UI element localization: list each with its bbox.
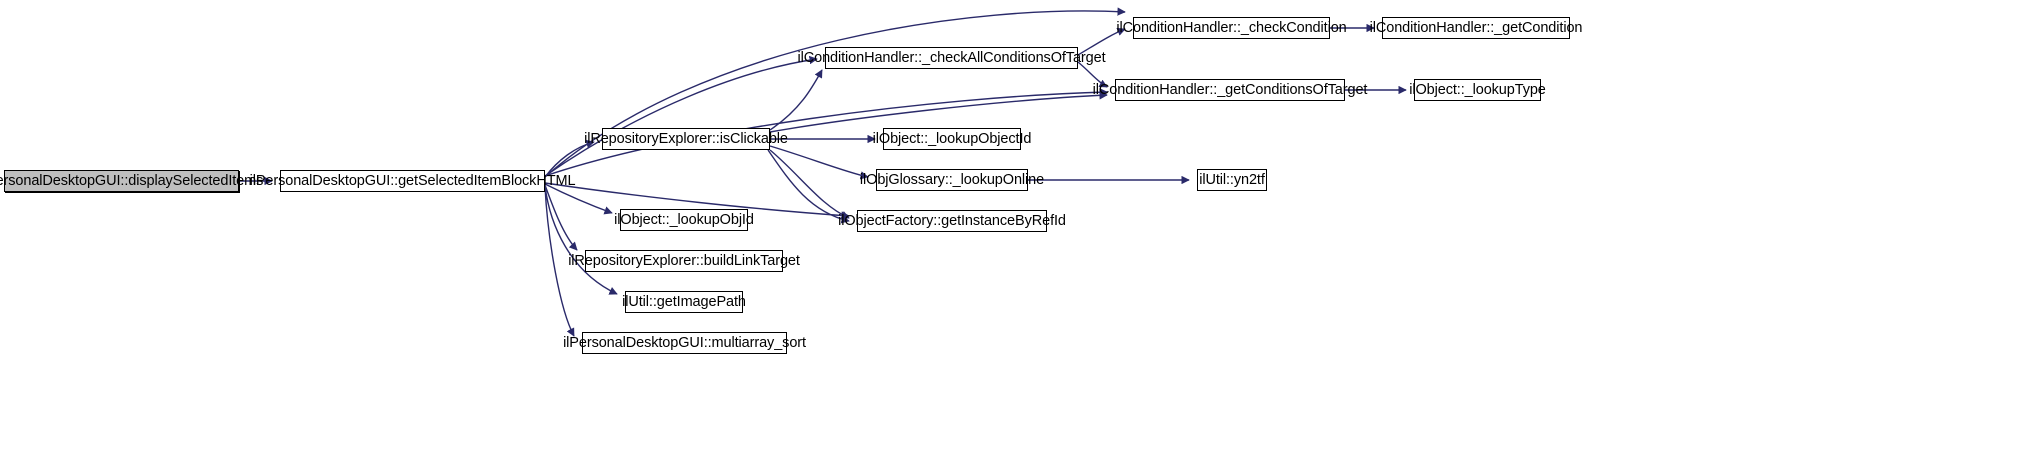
graph-node[interactable]: ilPersonalDesktopGUI::getSelectedItemBlo… [250, 170, 576, 192]
graph-node[interactable]: ilObjGlossary::_lookupOnline [860, 169, 1044, 191]
graph-node-label: ilPersonalDesktopGUI::getSelectedItemBlo… [249, 172, 576, 189]
graph-edge [544, 7, 1126, 178]
graph-node-label: ilUtil::yn2tf [1199, 171, 1265, 188]
graph-node-label: ilObject::_lookupObjId [614, 211, 754, 228]
graph-node[interactable]: ilConditionHandler::_getConditionsOfTarg… [1093, 79, 1367, 101]
graph-node-label: ilConditionHandler::_getCondition [1369, 19, 1583, 36]
graph-node[interactable]: ilConditionHandler::_getCondition [1370, 17, 1582, 39]
graph-node[interactable]: ilObject::_lookupType [1409, 79, 1546, 101]
graph-node[interactable]: ilUtil::getImagePath [622, 291, 746, 313]
graph-node[interactable]: ilPersonalDesktopGUI::displaySelectedIte… [0, 170, 263, 192]
graph-node-label: ilObjectFactory::getInstanceByRefId [838, 212, 1066, 229]
graph-edge [544, 184, 578, 251]
graph-edge [544, 185, 618, 295]
graph-node-label: ilObject::_lookupType [1409, 81, 1546, 98]
graph-node-label: ilRepositoryExplorer::buildLinkTarget [568, 252, 800, 269]
graph-node-label: ilConditionHandler::_checkAllConditionsO… [797, 49, 1106, 66]
graph-node[interactable]: ilObject::_lookupObjectId [873, 128, 1031, 150]
graph-node[interactable]: ilRepositoryExplorer::buildLinkTarget [568, 250, 800, 272]
graph-node[interactable]: ilObject::_lookupObjId [614, 209, 754, 231]
graph-edge [769, 149, 850, 219]
graph-node[interactable]: ilPersonalDesktopGUI::multiarray_sort [563, 332, 806, 354]
graph-node-label: ilObject::_lookupObjectId [872, 130, 1032, 147]
graph-node-label: ilUtil::getImagePath [622, 293, 746, 310]
graph-node[interactable]: ilConditionHandler::_checkAllConditionsO… [797, 47, 1106, 69]
graph-node[interactable]: ilObjectFactory::getInstanceByRefId [838, 210, 1066, 232]
graph-edge [544, 139, 595, 178]
graph-node-label: ilObjGlossary::_lookupOnline [859, 171, 1045, 188]
graph-node-label: ilConditionHandler::_getConditionsOfTarg… [1092, 81, 1368, 98]
graph-node-label: ilConditionHandler::_checkCondition [1116, 19, 1347, 36]
graph-edge [544, 55, 818, 177]
graph-node[interactable]: ilRepositoryExplorer::isClickable [584, 128, 788, 150]
graph-node[interactable]: ilConditionHandler::_checkCondition [1116, 17, 1347, 39]
graph-node-label: ilPersonalDesktopGUI::displaySelectedIte… [0, 172, 264, 189]
graph-node-label: ilPersonalDesktopGUI::multiarray_sort [563, 334, 806, 351]
graph-edge [767, 149, 850, 224]
graph-edge [769, 69, 823, 131]
graph-node-label: ilRepositoryExplorer::isClickable [584, 130, 788, 147]
graph-node[interactable]: ilUtil::yn2tf [1197, 169, 1267, 191]
graph-edge [769, 91, 1108, 133]
